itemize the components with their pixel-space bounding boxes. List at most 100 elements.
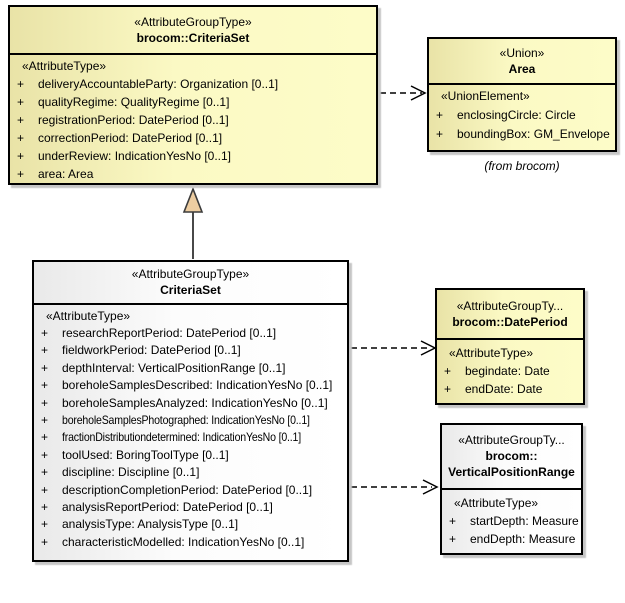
stereotype-label: «AttributeGroupTy... [456, 298, 564, 313]
attribute-row: + enclosingCircle: Circle [429, 106, 615, 125]
stereotype-label: «AttributeGroupType» [131, 267, 250, 281]
attribute-row: + boreholeSamplesAnalyzed: IndicationYesN… [34, 395, 347, 412]
class-brocom-dateperiod[interactable]: «AttributeGroupTy... brocom::DatePeriod … [435, 288, 585, 405]
attribute-row: + descriptionCompletionPeriod: DatePeriod… [34, 482, 347, 499]
visibility-symbol: + [17, 149, 25, 163]
class-criteriaset[interactable]: «AttributeGroupType» CriteriaSet «Attrib… [32, 260, 349, 562]
attribute-row: + area: Area [10, 165, 376, 183]
attribute-text: begindate: Date [465, 364, 550, 378]
class-name-line2: VerticalPositionRange [448, 465, 575, 479]
attribute-text: endDate: Date [465, 382, 543, 396]
attribute-row: + boreholeSamplesDescribed: IndicationYes… [34, 377, 347, 394]
stereotype-label: «AttributeGroupTy... [458, 433, 565, 447]
attribute-text: depthInterval: VerticalPositionRange [0.… [62, 360, 286, 375]
class-area[interactable]: «Union» Area «UnionElement» +enclosingCi… [427, 37, 617, 152]
attribute-stereotype: «AttributeType» [46, 309, 131, 323]
class-name-line1: brocom:: [485, 449, 538, 463]
attribute-row: + registrationPeriod: DatePeriod [0..1] [10, 111, 376, 129]
visibility-symbol: + [17, 95, 25, 109]
attribute-row: + underReview: IndicationYesNo [0..1] [10, 147, 376, 165]
class-brocom-verticalpositionrange[interactable]: «AttributeGroupTy... brocom:: VerticalPo… [440, 423, 583, 555]
attribute-text: boreholeSamplesDescribed: IndicationYesN… [62, 378, 333, 393]
visibility-symbol: + [17, 167, 25, 181]
attribute-compartment: «AttributeType» +deliveryAccountablePart… [10, 55, 376, 183]
attribute-row: + begindate: Date [437, 362, 583, 380]
attribute-text: enclosingCircle: Circle [457, 108, 576, 122]
visibility-symbol: + [449, 514, 457, 528]
visibility-symbol: + [41, 534, 49, 549]
visibility-symbol: + [444, 364, 452, 378]
attribute-row: +researchReportPeriod: DatePeriod [0..1] [34, 325, 347, 342]
attribute-text: boundingBox: GM_Envelope [457, 127, 610, 141]
attribute-text: boreholeSamplesAnalyzed: IndicationYesNo… [62, 395, 328, 410]
attribute-row: + analysisReportPeriod: DatePeriod [0..1] [34, 499, 347, 516]
visibility-symbol: + [444, 382, 452, 396]
class-name: brocom::CriteriaSet [136, 30, 250, 45]
class-header: «AttributeGroupType» brocom::CriteriaSet [10, 7, 376, 55]
attribute-row: + analysisType: AnalysisType [0..1] [34, 516, 347, 533]
visibility-symbol: + [17, 131, 25, 145]
visibility-symbol: + [449, 532, 457, 546]
dependency-arrow-area[interactable] [380, 85, 427, 101]
attribute-row: +boreholeSamplesPhotographed: Indication… [34, 412, 347, 429]
attribute-row: + characteristicModelled: IndicationYesNo… [34, 534, 347, 551]
attribute-compartment: «UnionElement» +enclosingCircle: Circle … [429, 85, 615, 144]
from-package-note: (from brocom) [484, 159, 560, 173]
attribute-text: descriptionCompletionPeriod: DatePeriod … [62, 482, 313, 497]
attribute-compartment: «AttributeType» + begindate: Date + endDat… [437, 340, 583, 398]
stereotype-label: «Union» [499, 45, 545, 60]
generalization-arrow[interactable] [182, 186, 204, 259]
visibility-symbol: + [41, 378, 49, 393]
attribute-row: + toolUsed: BoringToolType [0..1] [34, 447, 347, 464]
visibility-symbol: + [41, 517, 49, 532]
attribute-text: toolUsed: BoringToolType [0..1] [62, 447, 229, 462]
visibility-symbol: + [17, 113, 25, 127]
class-name: Area [508, 61, 536, 76]
stereotype-label: «AttributeGroupType» [134, 14, 252, 29]
visibility-symbol: + [436, 108, 444, 122]
attribute-row: + fieldworkPeriod: DatePeriod [0..1] [34, 342, 347, 359]
visibility-symbol: + [41, 343, 49, 358]
attribute-row: + endDate: Date [437, 380, 583, 398]
attribute-text: characteristicModelled: IndicationYesNo … [62, 534, 305, 549]
attribute-text: boreholeSamplesPhotographed: IndicationY… [62, 413, 310, 428]
visibility-symbol: + [41, 482, 49, 497]
attribute-text: registrationPeriod: DatePeriod [0..1] [38, 113, 229, 127]
class-header: «AttributeGroupTy... brocom::DatePeriod [437, 290, 583, 340]
class-name: CriteriaSet [160, 283, 221, 297]
class-header: «AttributeGroupTy... brocom:: VerticalPo… [442, 425, 581, 490]
attribute-text: analysisReportPeriod: DatePeriod [0..1] [62, 500, 273, 515]
visibility-symbol: + [41, 465, 49, 480]
visibility-symbol: + [41, 447, 49, 462]
attribute-text: fractionDistributiondetermined: Indicati… [62, 430, 302, 445]
visibility-symbol: + [41, 360, 49, 375]
visibility-symbol: + [17, 77, 25, 91]
attribute-text: analysisType: AnalysisType [0..1] [62, 517, 239, 532]
attribute-text: area: Area [38, 167, 94, 181]
attribute-stereotype: «AttributeType» [454, 496, 539, 510]
visibility-symbol: + [41, 500, 49, 515]
attribute-text: fieldworkPeriod: DatePeriod [0..1] [62, 343, 241, 358]
attribute-text: deliveryAccountableParty: Organization [… [38, 77, 279, 91]
visibility-symbol: + [41, 395, 49, 410]
attribute-row: +startDepth: Measure [442, 512, 581, 530]
attribute-row: +discipline: Discipline [0..1] [34, 464, 347, 481]
class-name: brocom::DatePeriod [452, 314, 568, 329]
visibility-symbol: + [436, 127, 444, 141]
attribute-row: + fractionDistributiondetermined: Indicat… [34, 429, 347, 446]
class-header: «AttributeGroupType» CriteriaSet [34, 262, 347, 305]
visibility-symbol: + [41, 326, 49, 340]
dependency-arrow-verticalpositionrange[interactable] [351, 479, 439, 495]
attribute-row: + depthInterval: VerticalPositionRange [0… [34, 360, 347, 377]
attribute-compartment: «AttributeType» +startDepth: Measure +en… [442, 490, 581, 548]
class-brocom-criteriaset[interactable]: «AttributeGroupType» brocom::CriteriaSet… [8, 5, 378, 185]
attribute-row: +qualityRegime: QualityRegime [0..1] [10, 93, 376, 111]
visibility-symbol: + [41, 430, 49, 445]
attribute-row: + boundingBox: GM_Envelope [429, 125, 615, 144]
attribute-row: +endDepth: Measure [442, 530, 581, 548]
attribute-stereotype: «AttributeType» [449, 346, 534, 360]
attribute-text: underReview: IndicationYesNo [0..1] [38, 149, 232, 163]
dependency-arrow-dateperiod[interactable] [351, 340, 437, 356]
attribute-row: + deliveryAccountableParty: Organization … [10, 75, 376, 93]
